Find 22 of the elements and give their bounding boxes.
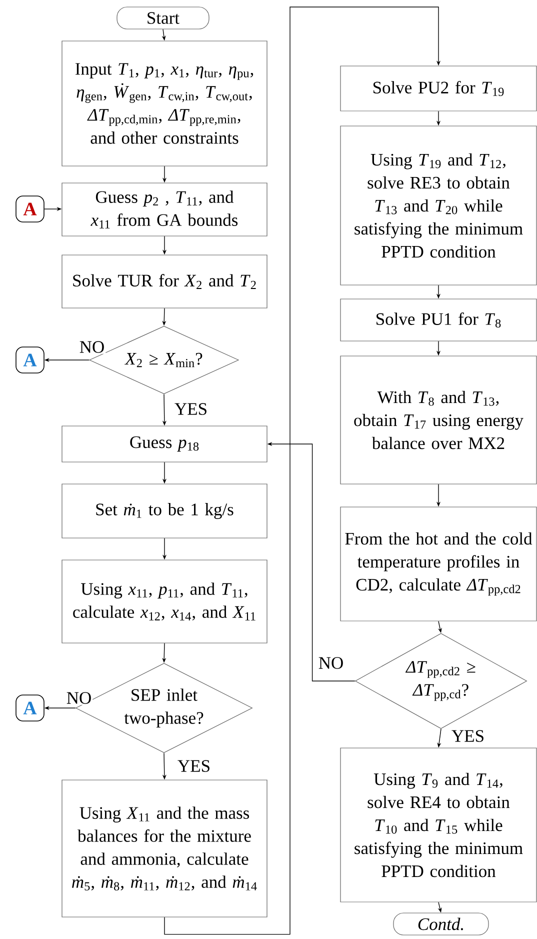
edge-label: NO (78, 340, 106, 354)
process-box: Using T$_{19}$ and T$_{12}$, solve RE3 to obtain T$_{13}$ and T$_{20}$ while satisfying the minimum PPTD condition (340, 126, 537, 286)
edge-label: YES (450, 729, 486, 743)
terminal: Contd. (393, 912, 489, 936)
process-box: Input T$_{1}$, p$_{1}$, x$_{1}$, η$_{tur}$, η$_{pu}$, η$_{gen}$, Ẇ$_{gen}$, T$_{cw,in}$, T$_{cw,out}$, ΔT$_{pp,cd,min}$, ΔT$_{pp,re,min}$, and other constraints (62, 40, 268, 166)
process-box: Using X$_{11}$ and the mass balances for the mixture and ammonia, calculate ṁ$_{5}$, ṁ$_{8}$, ṁ$_{11}$, ṁ$_{12}$, and ṁ$_{14}$ (62, 780, 268, 918)
process-box: Guess p$_{18}$ (62, 426, 268, 462)
terminal: Start (116, 6, 210, 30)
process-box: Set ṁ$_{1}$ to be 1 kg/s (62, 484, 268, 538)
edge-label: NO (65, 691, 93, 705)
edge-label: YES (176, 759, 212, 773)
process-box: With T$_{8}$ and T$_{13}$, obtain T$_{17}$ using energy balance over MX2 (340, 356, 537, 484)
process-box: Guess p$_{2}$ , T$_{11}$, and x$_{11}$ from GA bounds (62, 182, 268, 236)
arrow (164, 6, 441, 935)
edge-label: NO (317, 656, 345, 670)
process-box: Solve TUR for X$_{2}$ and T$_{2}$ (62, 254, 268, 308)
edge-label: YES (173, 402, 209, 416)
process-box: Using T$_{9}$ and T$_{14}$, solve RE4 to obtain T$_{10}$ and T$_{15}$ while satisfying the minimum PPTD condition (340, 748, 537, 902)
process-box: Using x$_{11}$, p$_{11}$, and T$_{11}$, calculate x$_{12}$, x$_{14}$, and X$_{11}$ (62, 560, 268, 644)
process-box: Solve PU2 for T$_{19}$ (340, 66, 537, 112)
process-box: From the hot and the cold temperature profiles in CD2, calculate ΔT$_{pp,cd2}$ (340, 506, 537, 622)
process-box: Solve PU1 for T$_{8}$ (340, 298, 537, 342)
